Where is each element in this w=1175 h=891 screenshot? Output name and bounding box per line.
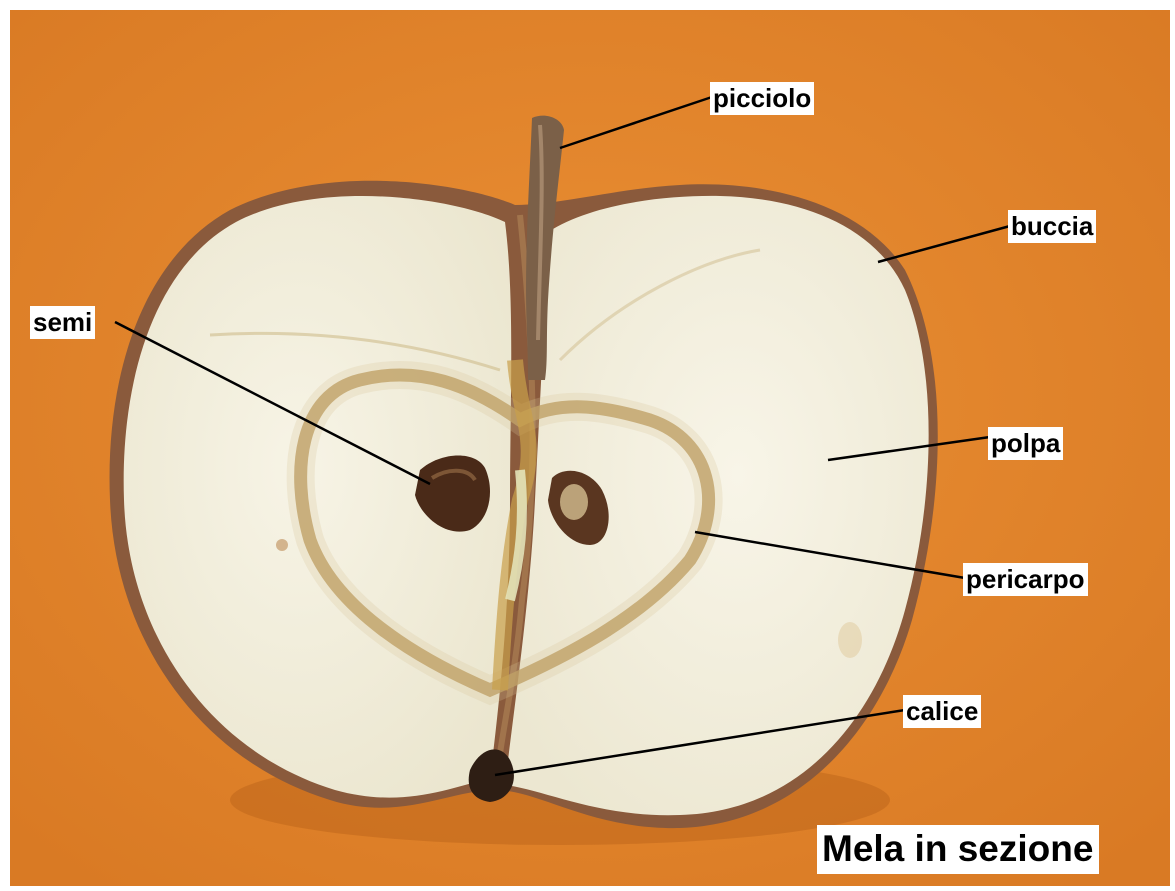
label-pericarpo: pericarpo: [963, 563, 1088, 596]
label-picciolo: picciolo: [710, 82, 814, 115]
label-buccia: buccia: [1008, 210, 1096, 243]
blemish: [276, 539, 288, 551]
figure-title: Mela in sezione: [817, 825, 1099, 874]
label-calice: calice: [903, 695, 981, 728]
label-polpa: polpa: [988, 427, 1063, 460]
seed-right-inner: [560, 484, 588, 520]
label-semi: semi: [30, 306, 95, 339]
bruise: [838, 622, 862, 658]
